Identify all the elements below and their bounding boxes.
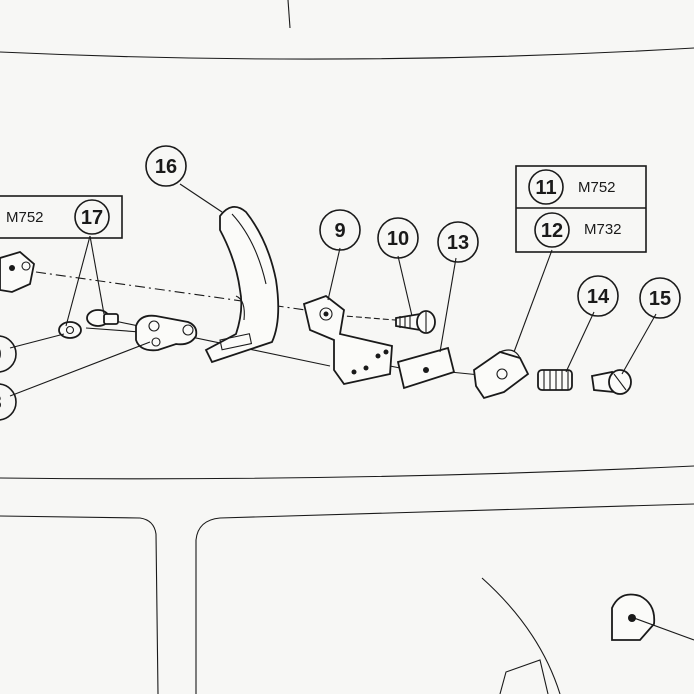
callout-9-label: 9: [334, 220, 345, 242]
part-16-arm-bracket: [204, 206, 280, 364]
callout-14: 14: [577, 275, 619, 317]
left-edge-part: [0, 250, 35, 293]
part-11-12-block: [473, 349, 530, 400]
model-box-17: M752 17: [0, 195, 123, 239]
callout-13: 13: [437, 221, 479, 263]
callout-15-label: 15: [649, 288, 671, 310]
callout-10: 10: [377, 217, 419, 259]
lower-panels: [0, 503, 694, 694]
callout-11-label: 11: [535, 177, 556, 199]
model-box-11-12: 11 M752 12 M732: [515, 165, 647, 253]
model-12-label: M732: [584, 221, 622, 238]
model-left-label: M752: [6, 209, 44, 226]
callout-8-left-label: 8: [0, 392, 2, 414]
callout-12-label: 12: [541, 220, 563, 242]
part-9-bracket: [302, 294, 393, 386]
callout-9: 9: [319, 209, 361, 251]
top-panel-edge: [0, 0, 694, 60]
callout-8-left: 8: [0, 383, 17, 421]
callout-9-left-label: 9: [0, 344, 2, 366]
callout-10-label: 10: [387, 228, 409, 250]
model-11-label: M752: [578, 179, 616, 196]
part-13-plate: [396, 346, 456, 390]
callout-14-label: 14: [587, 286, 610, 308]
callout-9-left: 9: [0, 335, 17, 373]
link-plate-part: [135, 314, 198, 352]
part-17-screws: [58, 309, 119, 339]
callout-16-label: 16: [155, 156, 177, 178]
main-panel-bottom-edge: [0, 465, 694, 480]
callout-13-label: 13: [447, 232, 469, 254]
lower-bracket-hole: [628, 614, 636, 622]
callout-17-label: 17: [81, 207, 103, 229]
part-10-screw: [395, 310, 436, 334]
callout-16: 16: [145, 145, 187, 187]
part-15-screw: [590, 369, 632, 395]
callout-15: 15: [639, 277, 681, 319]
part-14-spring: [537, 369, 573, 391]
leader-lines: [9, 183, 657, 397]
